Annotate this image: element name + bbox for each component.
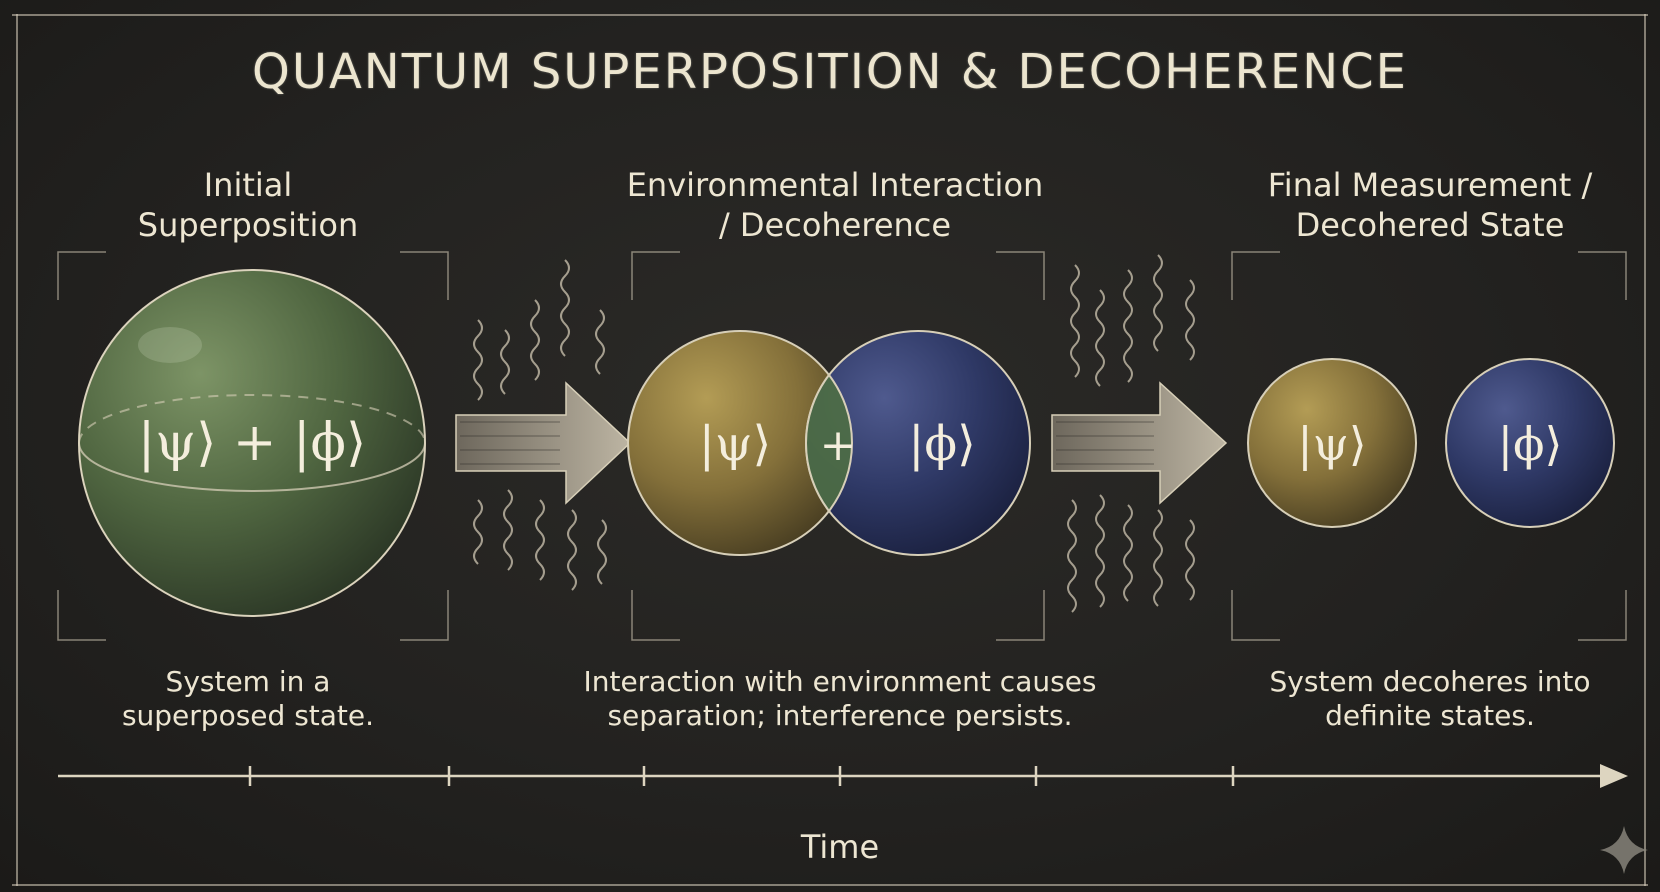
stage-label-environment: Environmental Interaction / Decoherence bbox=[626, 166, 1044, 244]
stage-frame-1 bbox=[57, 251, 449, 641]
gold-sphere-final bbox=[1247, 358, 1417, 528]
process-arrow-1 bbox=[455, 381, 632, 505]
frame-bottom bbox=[12, 884, 1648, 886]
caption-initial: System in a superposed state. bbox=[121, 665, 375, 732]
plus-sign-stage-2: + bbox=[820, 420, 857, 471]
time-axis bbox=[58, 764, 1628, 788]
stage-frame-2 bbox=[631, 251, 1045, 641]
frame-right bbox=[1644, 14, 1646, 886]
sparkle-icon bbox=[1600, 826, 1648, 874]
phi-ket-final: |ϕ⟩ bbox=[1498, 417, 1563, 471]
time-axis-label: Time bbox=[800, 828, 880, 866]
interference-overlap bbox=[805, 375, 853, 511]
stage-label-initial: Initial Superposition bbox=[137, 166, 359, 244]
blue-sphere-final bbox=[1445, 358, 1615, 528]
stage-label-final: Final Measurement / Decohered State bbox=[1267, 166, 1593, 244]
caption-environment: Interaction with environment causes sepa… bbox=[583, 665, 1097, 732]
environment-squiggles-1 bbox=[473, 259, 607, 591]
frame-top bbox=[12, 14, 1648, 16]
stage-frame-3 bbox=[1231, 251, 1627, 641]
time-axis-ticks bbox=[248, 766, 1235, 786]
process-arrow-2 bbox=[1051, 381, 1228, 505]
caption-final: System decoheres into definite states. bbox=[1269, 665, 1591, 732]
time-axis-arrowhead bbox=[1600, 764, 1628, 788]
psi-ket-stage-2: |ψ⟩ bbox=[699, 416, 772, 472]
superposition-ket: |ψ⟩ + |ϕ⟩ bbox=[138, 413, 366, 473]
phi-ket-stage-2: |ϕ⟩ bbox=[908, 416, 976, 472]
frame-left bbox=[16, 14, 18, 886]
superposition-sphere bbox=[78, 269, 426, 617]
diagram-title: QUANTUM SUPERPOSITION & DECOHERENCE bbox=[252, 44, 1408, 100]
psi-ket-final: |ψ⟩ bbox=[1297, 417, 1367, 471]
environment-squiggles-2 bbox=[1067, 254, 1195, 613]
